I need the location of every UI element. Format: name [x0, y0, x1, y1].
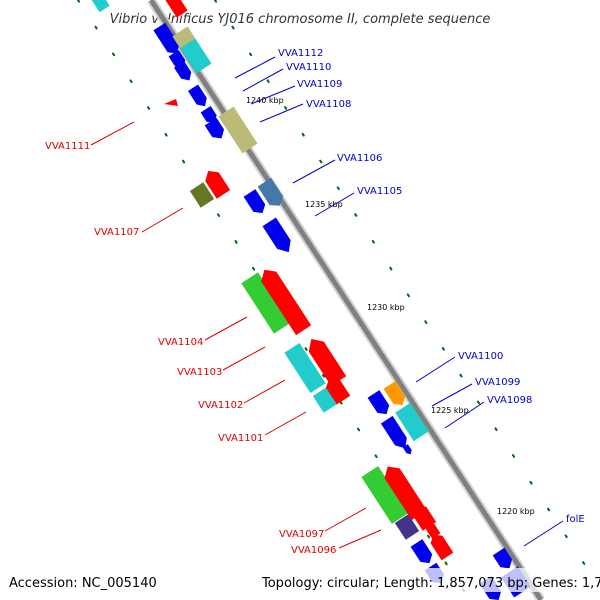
tick-label-1240: 1240 kbp — [246, 96, 284, 105]
label-leaders — [90, 56, 564, 549]
tick-label-1220: 1220 kbp — [497, 507, 535, 516]
gene-feature-vva1097[interactable] — [361, 466, 409, 524]
gene-feature-vva1109[interactable] — [187, 84, 210, 110]
gene-feature-vva1105b[interactable] — [262, 217, 295, 257]
gene-feature-vva1095[interactable] — [423, 520, 441, 539]
gene-feature-vva1101[interactable] — [312, 387, 338, 413]
gene-feature-vva1093[interactable] — [427, 531, 454, 561]
tick-label-1235: 1235 kbp — [305, 200, 343, 209]
chromosome-backbone — [147, 0, 545, 600]
gene-feature-vva1110[interactable] — [168, 50, 188, 71]
gene-feature-vva1099[interactable] — [395, 402, 429, 442]
footer-right-backdrop — [258, 568, 600, 592]
gene-label-vva1096[interactable]: VVA1096 — [291, 545, 336, 556]
gene-label-vva1104[interactable]: VVA1104 — [158, 337, 203, 348]
gene-feature-vva1104[interactable] — [241, 272, 291, 334]
gene-feature-vva1094[interactable] — [410, 539, 436, 567]
gene-label-vva1110[interactable]: VVA1110 — [286, 62, 331, 73]
gene-feature-vva1102b[interactable] — [304, 334, 347, 386]
gene-label-vva1109[interactable]: VVA1109 — [297, 79, 342, 90]
gene-feature-vva1102[interactable] — [284, 342, 326, 394]
gene-feature-vva1098b[interactable] — [402, 444, 413, 456]
gene-feature-vva1098[interactable] — [380, 415, 411, 452]
gene-label-vva1099[interactable]: VVA1099 — [475, 377, 520, 388]
gene-label-vva1106[interactable]: VVA1106 — [337, 153, 382, 164]
gene-label-vva1105[interactable]: VVA1105 — [357, 186, 402, 197]
tick-label-1225: 1225 kbp — [431, 406, 469, 415]
gene-label-vva1101[interactable]: VVA1101 — [218, 433, 263, 444]
gene-feature-vva1107a[interactable] — [189, 182, 215, 208]
gene-feature-vva1100b[interactable] — [367, 390, 393, 418]
gene-feature-vva1100[interactable] — [383, 381, 409, 409]
accession-text: Accession: NC_005140 — [9, 576, 157, 591]
gene-feature-fole-a[interactable] — [492, 547, 516, 572]
gene-feature-vva1113[interactable] — [153, 22, 182, 57]
gene-feature-vva1108b[interactable] — [204, 117, 228, 142]
tick-label-1230: 1230 kbp — [367, 303, 405, 312]
gene-feature-vva1110b[interactable] — [174, 61, 194, 83]
gene-label-vva1111[interactable]: VVA1111 — [45, 141, 90, 152]
gene-label-vva1108[interactable]: VVA1108 — [306, 99, 351, 110]
gene-label-fole[interactable]: folE — [566, 514, 585, 525]
gene-label-vva1102[interactable]: VVA1102 — [198, 400, 243, 411]
gene-feature-top-left[interactable] — [86, 0, 110, 13]
gene-feature-vva1103[interactable] — [257, 265, 312, 336]
gene-label-vva1100[interactable]: VVA1100 — [458, 351, 503, 362]
outer-track-guide — [214, 0, 600, 589]
footer-left-backdrop — [0, 568, 258, 600]
gene-label-vva1107[interactable]: VVA1107 — [94, 227, 139, 238]
gene-feature-vva1107b[interactable] — [201, 167, 231, 199]
gene-feature-vva1112[interactable] — [172, 26, 212, 74]
gene-feature-vva1111[interactable] — [164, 99, 178, 106]
gene-feature-top-right[interactable] — [161, 0, 188, 18]
gene-feature-vva1108c[interactable] — [218, 106, 258, 154]
track-guides — [77, 0, 600, 600]
gene-label-vva1112[interactable]: VVA1112 — [278, 48, 323, 59]
topology-text: Topology: circular; Length: 1,857,073 bp… — [261, 576, 600, 591]
gene-feature-vva1108a[interactable] — [200, 106, 220, 126]
gene-feature-vva1096[interactable] — [394, 514, 420, 540]
gene-feature-vva1105a[interactable] — [243, 189, 269, 217]
gene-feature-vva1101b[interactable] — [323, 374, 351, 405]
gene-label-vva1098[interactable]: VVA1098 — [487, 395, 532, 406]
gene-feature-vva1106[interactable] — [257, 177, 287, 210]
gene-label-vva1097[interactable]: VVA1097 — [279, 529, 324, 540]
map-title: Vibrio vulnificus YJ016 chromosome II, c… — [110, 12, 491, 27]
gene-label-vva1103[interactable]: VVA1103 — [177, 367, 222, 378]
